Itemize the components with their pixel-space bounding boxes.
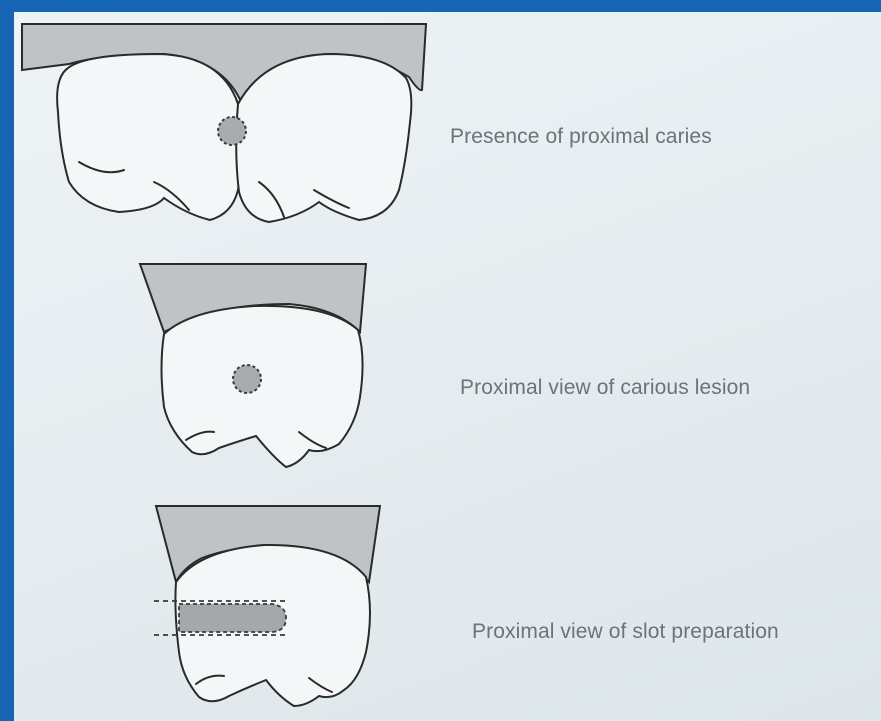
tooth-diagram bbox=[14, 12, 881, 721]
carious-lesion bbox=[233, 365, 261, 393]
caption-slot-preparation: Proximal view of slot preparation bbox=[472, 620, 779, 644]
left-tooth bbox=[57, 54, 241, 220]
caption-proximal-caries: Presence of proximal caries bbox=[450, 125, 712, 149]
proximal-caries-lesion bbox=[218, 117, 246, 145]
diagram-page: Presence of proximal caries Proximal vie… bbox=[14, 12, 881, 721]
single-tooth-lesion-view bbox=[162, 306, 363, 467]
caption-carious-lesion: Proximal view of carious lesion bbox=[460, 376, 750, 400]
slot-preparation bbox=[179, 604, 286, 632]
panel-3-slot-preparation bbox=[154, 506, 380, 706]
panel-2-proximal-view bbox=[140, 264, 366, 467]
panel-1-adjacent-teeth bbox=[22, 24, 426, 222]
